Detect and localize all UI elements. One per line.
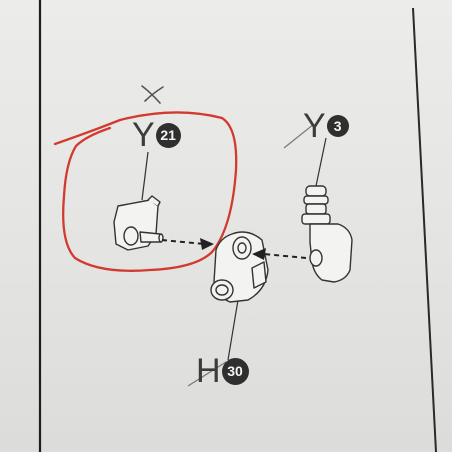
part-letter: H — [196, 352, 221, 390]
part-number-badge: 3 — [326, 115, 349, 137]
part-number-badge: 21 — [155, 122, 181, 148]
part-label-y21: Y 21 — [132, 118, 181, 152]
red-circle-highlight — [53, 111, 238, 272]
strike-h30 — [187, 361, 227, 387]
leader-h30 — [227, 299, 239, 361]
part-y3-drawing — [301, 185, 353, 283]
part-label-h30: H 30 — [196, 354, 249, 388]
page-border-right — [412, 7, 437, 452]
part-letter: Y — [303, 107, 326, 145]
leader-y21 — [141, 151, 149, 201]
part-label-y3: Y 3 — [303, 109, 349, 143]
assembly-arrow-y3-to-h30 — [252, 248, 307, 260]
leader-y3 — [315, 137, 327, 187]
part-letter: Y — [132, 116, 155, 154]
part-h30-drawing — [210, 231, 269, 303]
strike-y3 — [283, 123, 315, 149]
assembly-arrow-y21-to-h30 — [161, 238, 214, 250]
handwritten-x-mark — [141, 85, 164, 104]
part-number-badge: 30 — [221, 357, 249, 385]
part-y21-drawing — [113, 195, 164, 251]
